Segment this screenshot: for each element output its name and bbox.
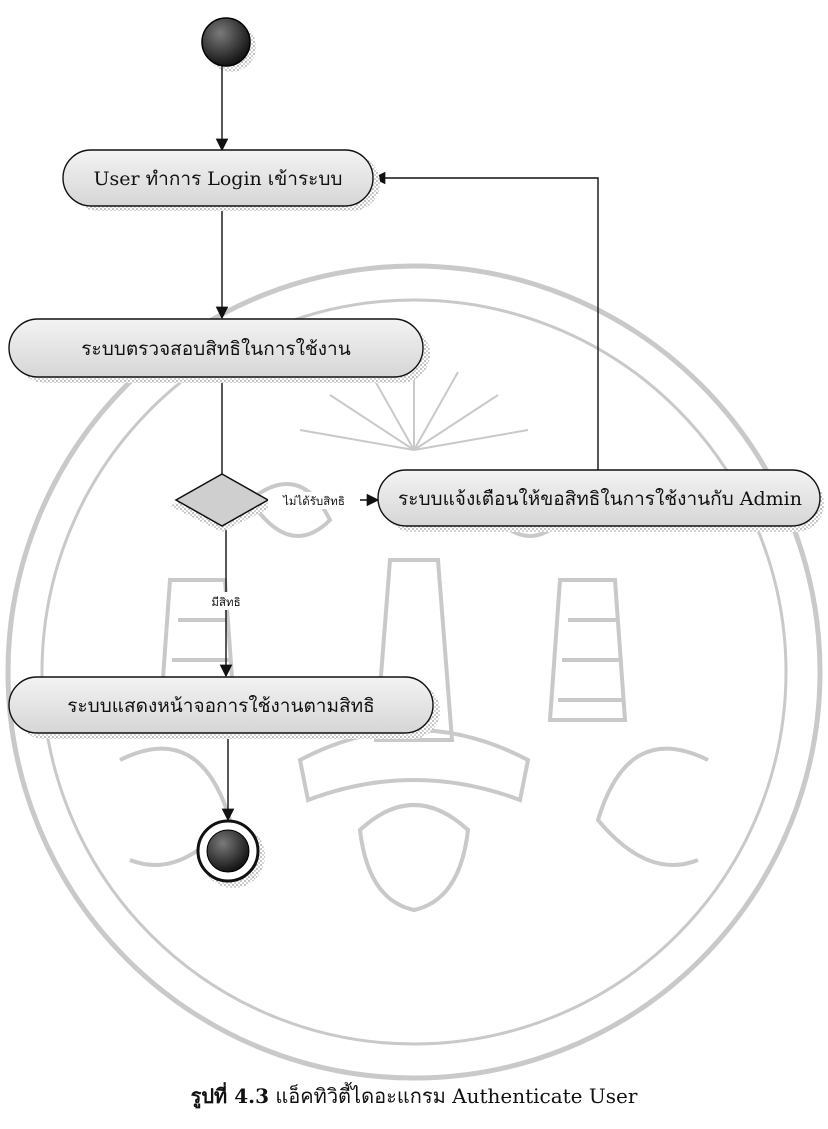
activity-check-permission — [8, 318, 424, 378]
guard-granted-label: มีสิทธิ — [211, 595, 240, 609]
guard-denied-label: ไม่ได้รับสิทธิ — [282, 494, 345, 508]
initial-node — [201, 17, 251, 67]
activity-warn-request-admin — [377, 469, 821, 527]
activity-warn-request-admin-label: ระบบแจ้งเตือนให้ขอสิทธิในการใช้งานกับ Ad… — [398, 488, 802, 510]
activity-login — [62, 149, 374, 207]
decision-node — [174, 473, 270, 527]
final-node — [196, 819, 260, 883]
activity-login-label: User ทำการ Login เข้าระบบ — [94, 168, 343, 190]
activity-check-permission-label: ระบบตรวจสอบสิทธิในการใช้งาน — [81, 338, 350, 360]
edge-warn-to-login — [372, 171, 599, 470]
figure-caption: รูปที่ 4.3 แอ็คทิวิตี้ไดอะแกรม Authentic… — [0, 1080, 828, 1112]
activity-show-screen-label: ระบบแสดงหน้าจอการใช้งานตามสิทธิ — [67, 695, 374, 717]
figure-number: รูปที่ 4.3 — [190, 1084, 269, 1108]
university-seal-watermark — [5, 263, 823, 1081]
figure-title: แอ็คทิวิตี้ไดอะแกรม Authenticate User — [275, 1084, 638, 1108]
activity-show-screen — [8, 676, 434, 734]
